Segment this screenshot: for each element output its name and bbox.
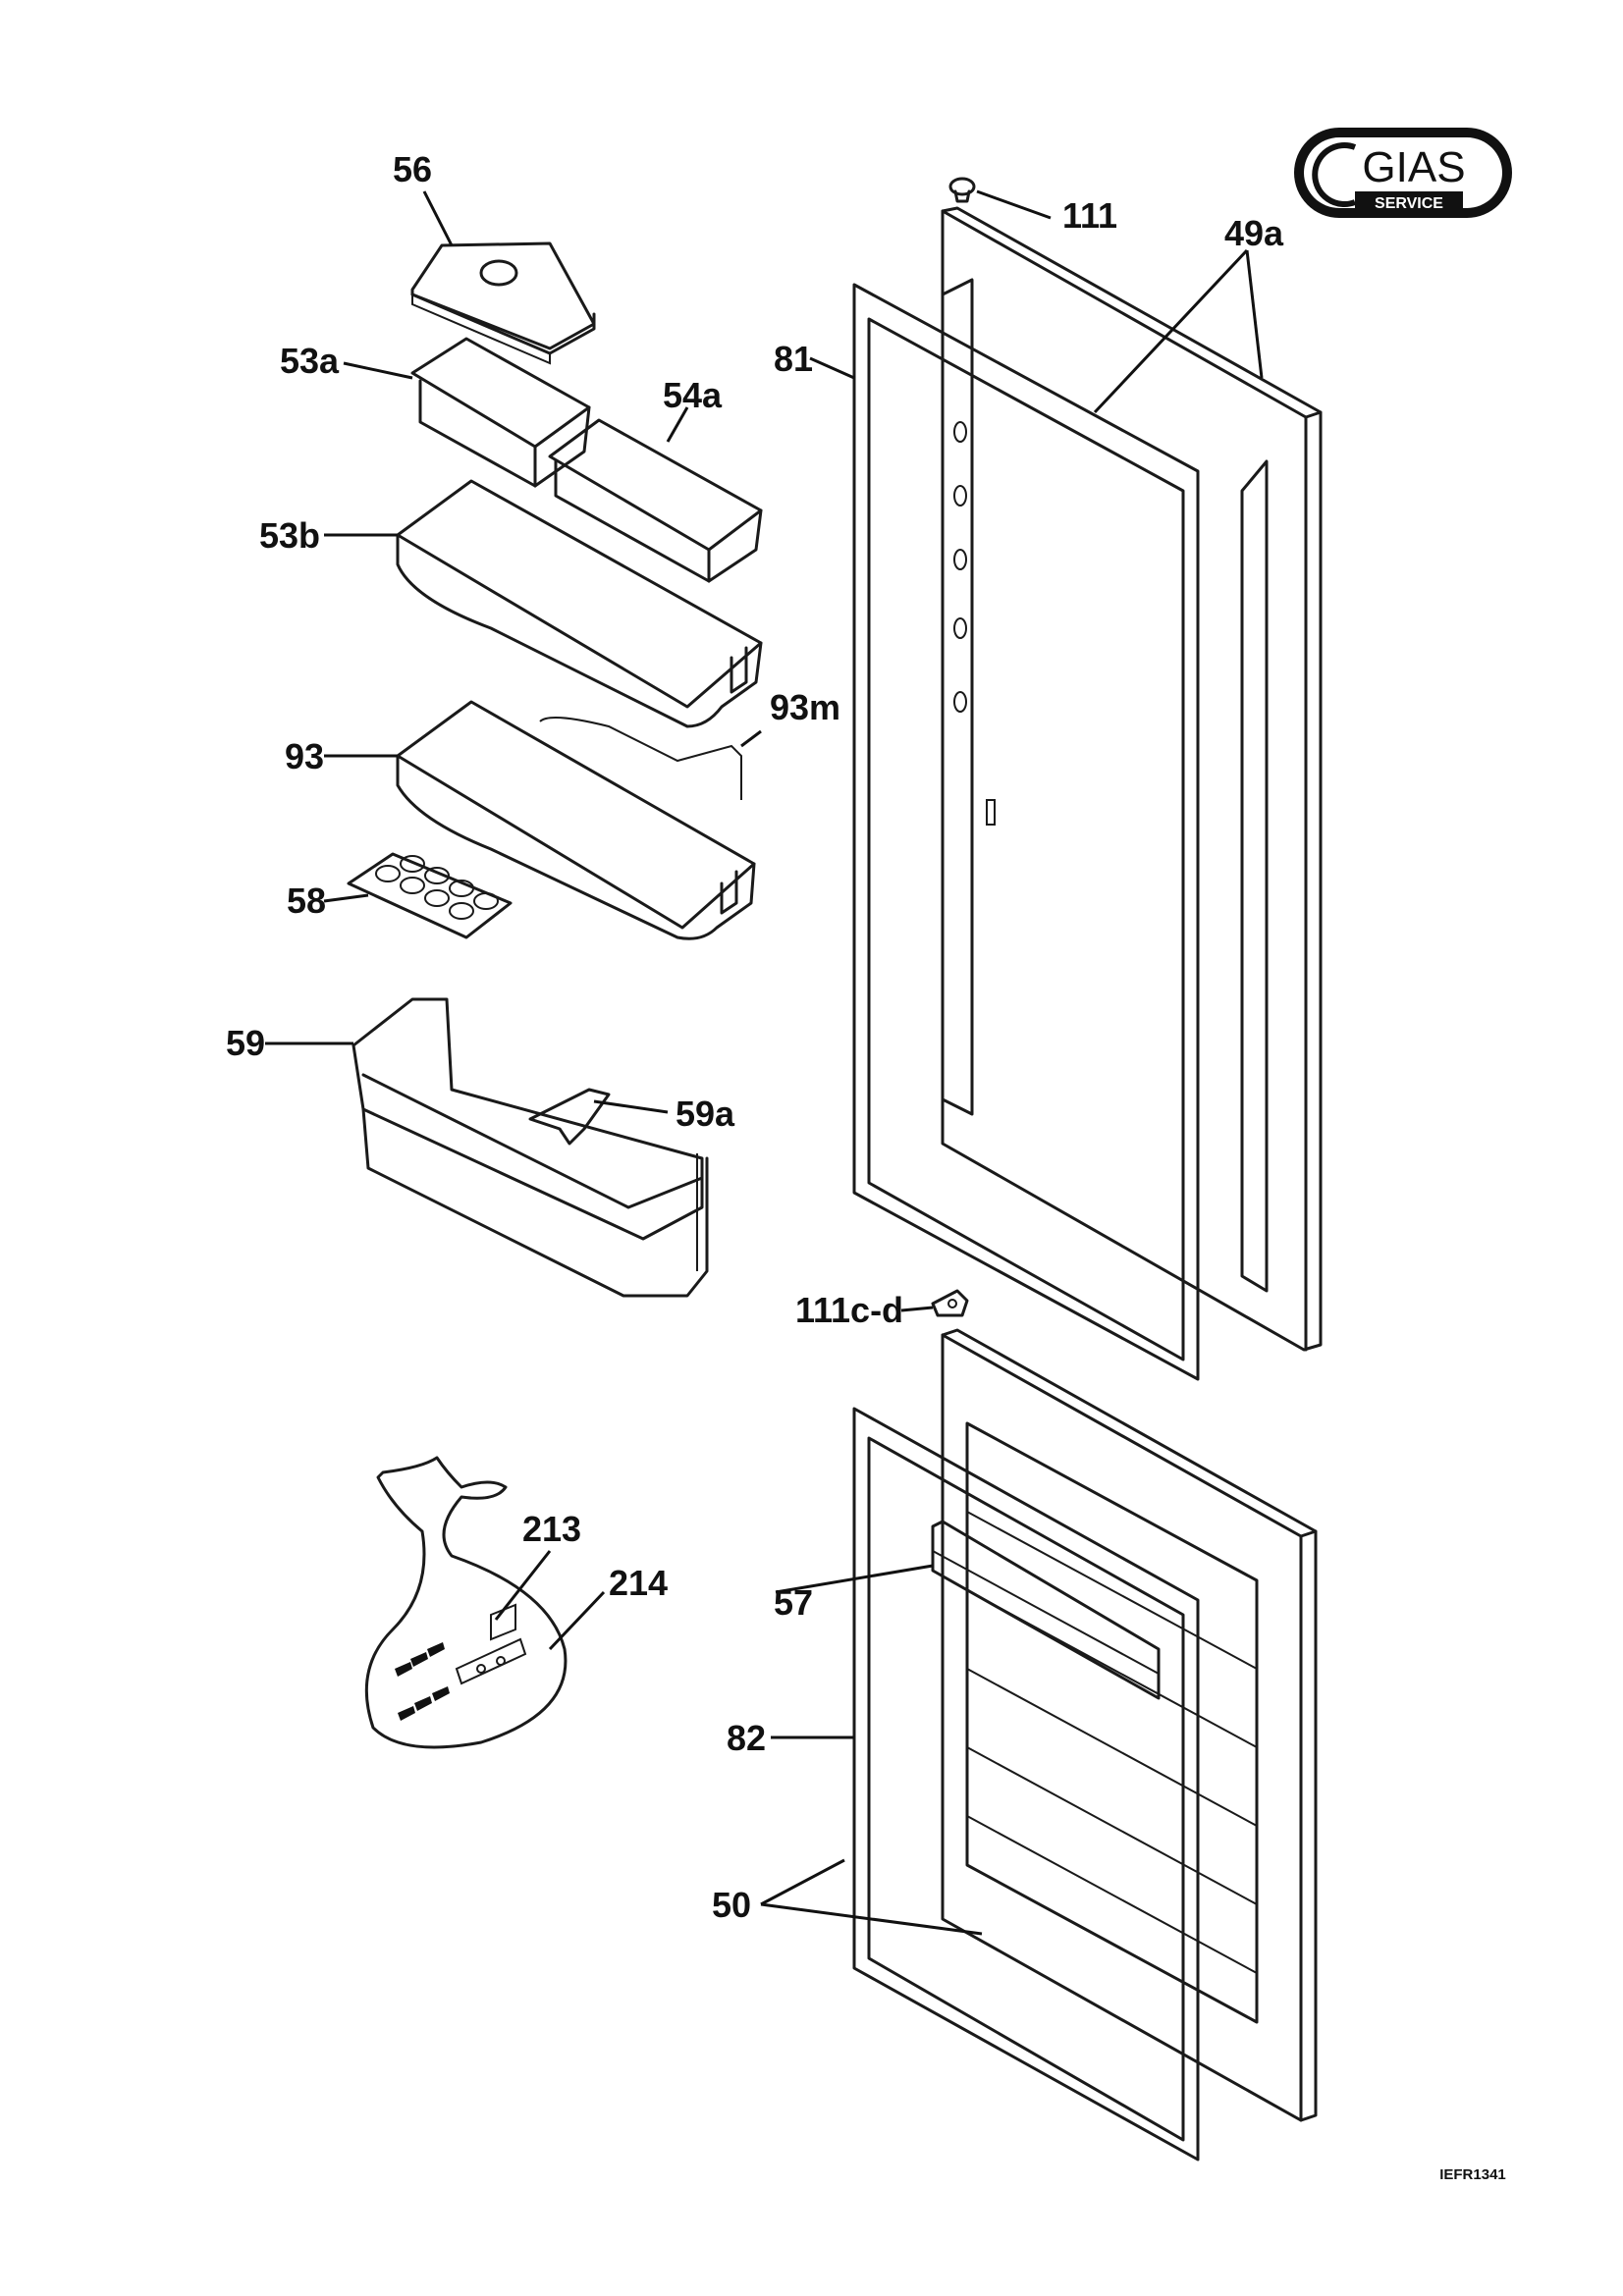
label-111: 111 [1062,195,1117,236]
part-59-bottle-shelf [352,997,709,1298]
part-93-shelf [396,700,756,940]
part-81-upper-gasket [852,283,1200,1381]
part-59a-clip [528,1088,611,1146]
logo-subtext: SERVICE [1375,195,1443,212]
logo-text: GIAS [1362,143,1465,191]
label-49a: 49a [1224,213,1284,253]
label-54a: 54a [663,375,723,415]
label-53b: 53b [259,515,320,556]
part-49a-upper-door [941,206,1323,1352]
label-59: 59 [226,1023,265,1063]
label-58: 58 [287,881,326,921]
part-111-pin [948,177,976,203]
part-54a-box [548,418,763,583]
part-lower-door [941,1328,1318,2122]
leader-lines [265,189,1264,1936]
part-58-egg-tray [347,852,513,939]
part-56-lid [410,241,596,365]
label-93: 93 [285,736,324,776]
part-53a-box [410,337,591,488]
label-214: 214 [609,1563,668,1603]
label-81: 81 [774,339,813,379]
label-57: 57 [774,1582,813,1623]
part-93m-wire [539,717,742,800]
part-57-flap [931,1520,1161,1700]
part-53b-shelf [396,479,763,728]
label-93m: 93m [770,687,840,727]
label-213: 213 [522,1509,581,1549]
label-82: 82 [727,1718,766,1758]
part-111cd-hinge [931,1289,969,1317]
gias-service-logo: GIAS SERVICE [1294,128,1512,218]
drawing-code: IEFR1341 [1439,2166,1506,2183]
label-56: 56 [393,149,432,189]
label-59a: 59a [676,1094,735,1134]
label-53a: 53a [280,341,340,381]
label-111cd: 111c-d [795,1290,903,1330]
label-50: 50 [712,1885,751,1925]
part-82-lower-gasket [852,1407,1200,2162]
part-labels: 56 53a 54a 53b 93m 93 58 59 59a 111 49a … [226,149,1284,1925]
parts-213-214-accessory-bag [364,1456,568,1749]
